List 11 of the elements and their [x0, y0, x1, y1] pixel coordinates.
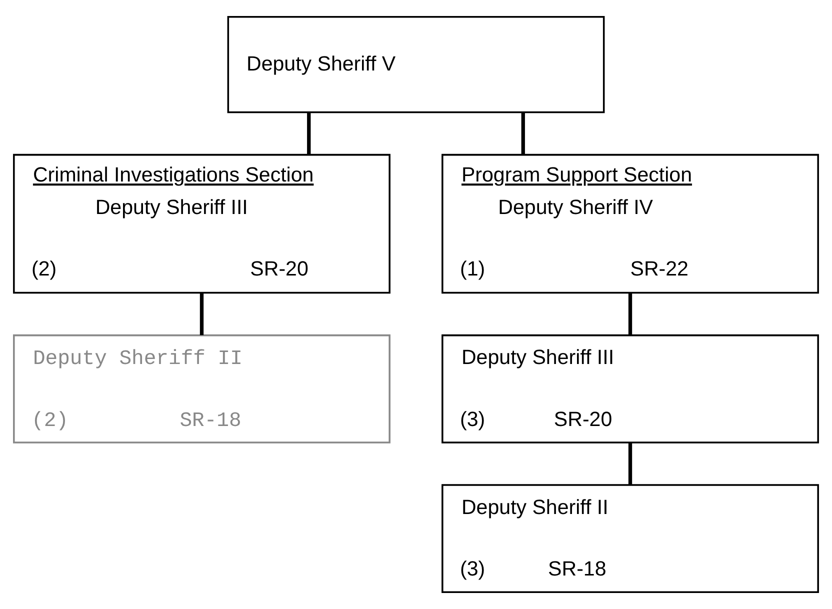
connector [628, 442, 632, 485]
connector [628, 292, 632, 336]
connector [521, 112, 525, 154]
node-box: Deputy Sheriff II (2) SR-18 [13, 334, 390, 444]
node-box: Deputy Sheriff II (3) SR-18 [442, 484, 819, 593]
node-box: Deputy Sheriff V [227, 16, 605, 114]
node-box: Program Support Section Deputy Sheriff IV (1) SR-22 [442, 154, 819, 294]
node-box: Criminal Investigations Section Deputy Sheriff III (2) SR-20 [13, 154, 390, 294]
node-box: Deputy Sheriff III (3) SR-20 [442, 334, 819, 444]
connector [200, 292, 204, 336]
connector [307, 112, 311, 154]
